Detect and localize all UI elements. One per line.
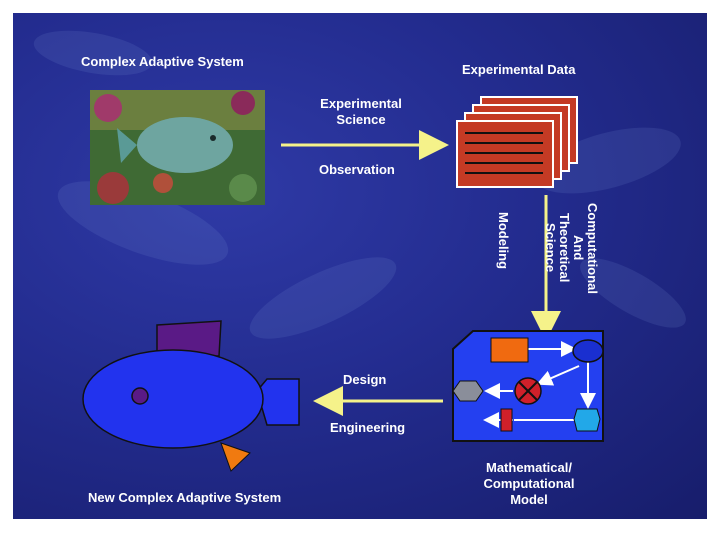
experimental-science-label: Experimental Science bbox=[320, 96, 402, 127]
fish-photo bbox=[90, 90, 265, 205]
engineering-label: Engineering bbox=[330, 420, 406, 435]
fish-drawing bbox=[82, 320, 300, 472]
computational-science-label: Computational And Theoretical Science bbox=[543, 202, 600, 294]
modeling-label: Modeling bbox=[496, 211, 511, 270]
new-complex-adaptive-system-label: New Complex Adaptive System bbox=[88, 490, 282, 505]
diagram-graphics bbox=[82, 90, 604, 472]
document-stack-icon bbox=[456, 96, 578, 188]
slide: Complex Adaptive System Experimental Dat… bbox=[13, 13, 707, 519]
complex-adaptive-system-label: Complex Adaptive System bbox=[81, 54, 244, 69]
model-flowchart-icon bbox=[452, 330, 604, 442]
observation-label: Observation bbox=[319, 162, 395, 177]
math-model-label: Mathematical/ Computational Model bbox=[483, 460, 575, 507]
design-label: Design bbox=[343, 372, 387, 387]
experimental-data-label: Experimental Data bbox=[462, 62, 576, 77]
